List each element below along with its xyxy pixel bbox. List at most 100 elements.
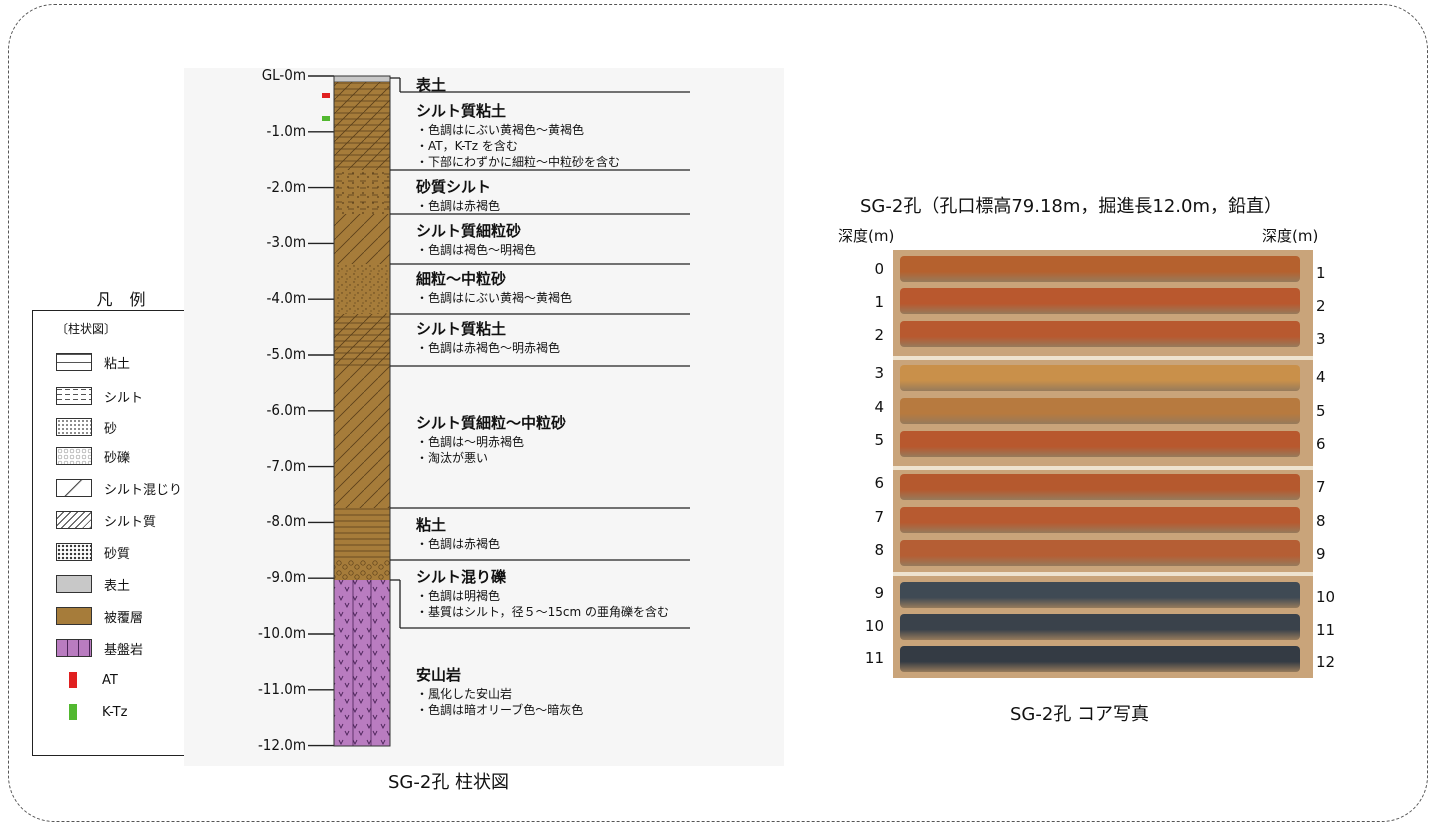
- layer-name: シルト質粘土: [416, 320, 507, 338]
- legend-swatch-ktz: [69, 704, 77, 720]
- legend-label: 被覆層: [104, 610, 144, 626]
- legend-item-silt-mixed: シルト混じり: [56, 478, 182, 498]
- legend-swatch-bedrock: [56, 639, 92, 657]
- core-row: [900, 474, 1300, 500]
- core-box-divider: [893, 356, 1313, 360]
- photo-depth-left: 8: [874, 541, 884, 559]
- legend-item-ktz: K-Tz: [56, 702, 127, 722]
- core-box-divider: [893, 572, 1313, 576]
- legend-label: シルト: [104, 390, 144, 406]
- stratigraphic-column: [333, 75, 391, 747]
- legend-section-label: 〔柱状図〕: [56, 322, 117, 336]
- legend-label: 砂質: [104, 546, 131, 562]
- depth-label: -11.0m: [257, 679, 306, 698]
- legend-item-cover: 被覆層: [56, 606, 143, 626]
- core-row: [900, 582, 1300, 608]
- depth-label: -4.0m: [266, 289, 306, 308]
- legend-swatch-silty: [56, 511, 92, 529]
- core-row: [900, 256, 1300, 282]
- core-row: [900, 540, 1300, 566]
- legend-item-bedrock: 基盤岩: [56, 638, 143, 658]
- depth-label: -10.0m: [257, 624, 306, 642]
- legend-swatch-gravel: [56, 447, 92, 465]
- depth-label: -2.0m: [266, 177, 306, 196]
- legend-swatch-clay: [56, 353, 92, 371]
- photo-depth-right: 7: [1316, 478, 1326, 496]
- legend-swatch-at: [69, 672, 77, 688]
- legend-label: K-Tz: [102, 704, 128, 720]
- layer-note: ・風化した安山岩: [416, 687, 513, 701]
- depth-label: -6.0m: [266, 400, 306, 419]
- photo-depth-left: 1: [874, 293, 884, 311]
- legend-label: 砂: [104, 421, 118, 437]
- core-row: [900, 321, 1300, 347]
- layer-note: ・淘汰が悪い: [416, 451, 489, 465]
- depth-label: -5.0m: [266, 345, 306, 363]
- legend-swatch-sand: [56, 418, 92, 436]
- legend-item-silt: シルト: [56, 386, 143, 406]
- layer-note: ・色調は褐色～明褐色: [416, 243, 537, 257]
- photo-depth-left: 3: [874, 364, 884, 382]
- layer-note: ・色調はにぶい黄褐色～黄褐色: [416, 123, 585, 137]
- photo-depth-right: 3: [1316, 330, 1326, 348]
- legend-item-gravel: 砂礫: [56, 446, 130, 466]
- layer-name: 細粒～中粒砂: [416, 270, 507, 288]
- layer-note: ・AT，K-Tz を含む: [416, 139, 518, 153]
- layer-name: 粘土: [416, 516, 447, 534]
- photo-title: SG-2孔（孔口標高79.18m，掘進長12.0m，鉛直）: [860, 196, 1282, 217]
- layer-note: ・基質はシルト，径５～15cm の亜角礫を含む: [416, 605, 670, 619]
- left-depth-axis-label: 深度(m): [838, 227, 895, 245]
- at-marker: [322, 93, 330, 98]
- layer-note: ・色調は明褐色: [416, 589, 501, 603]
- depth-label: -7.0m: [266, 456, 306, 475]
- photo-depth-left: 11: [864, 649, 884, 667]
- layer-name: 砂質シルト: [416, 178, 492, 196]
- core-row: [900, 288, 1300, 314]
- layer-name: シルト質細粒～中粒砂: [416, 414, 567, 432]
- legend-item-silty: シルト質: [56, 510, 156, 530]
- legend-swatch-silt-mixed: [56, 479, 92, 497]
- legend-item-sandy: 砂質: [56, 542, 130, 562]
- legend-item-clay: 粘土: [56, 352, 130, 372]
- photo-depth-right: 8: [1316, 512, 1326, 530]
- ktz-marker: [322, 116, 330, 121]
- photo-depth-right: 6: [1316, 435, 1326, 453]
- depth-label: -8.0m: [266, 512, 306, 531]
- legend-label: シルト混じり: [104, 482, 183, 498]
- layer-note: ・色調は暗オリーブ色～暗灰色: [416, 703, 584, 717]
- legend-swatch-cover: [56, 607, 92, 625]
- legend-label: 表土: [104, 578, 131, 594]
- layer-note: ・色調は～明赤褐色: [416, 435, 525, 449]
- layer-name: 安山岩: [416, 666, 462, 684]
- legend-label: 基盤岩: [104, 642, 144, 658]
- legend-label: シルト質: [104, 514, 157, 530]
- photo-depth-right: 2: [1316, 297, 1326, 315]
- legend-label: 砂礫: [104, 450, 131, 466]
- column-background: [184, 68, 784, 766]
- photo-depth-left: 6: [874, 474, 884, 492]
- layer-note: ・下部にわずかに細粒～中粒砂を含む: [416, 155, 621, 169]
- depth-label: -3.0m: [266, 233, 306, 252]
- legend-label: 粘土: [104, 356, 131, 372]
- core-row: [900, 365, 1300, 391]
- layer-name: シルト質粘土: [416, 102, 507, 120]
- column-caption: SG-2孔 柱状図: [388, 772, 510, 793]
- photo-depth-right: 11: [1316, 621, 1336, 639]
- legend-item-sand: 砂: [56, 417, 117, 437]
- photo-depth-right: 9: [1316, 545, 1326, 563]
- layer-topsoil: [333, 75, 391, 83]
- layer-name: シルト混り礫: [416, 568, 507, 586]
- photo-depth-right: 5: [1316, 402, 1326, 420]
- depth-label: GL-0m: [261, 66, 306, 84]
- legend-swatch-sandy: [56, 543, 92, 561]
- core-row: [900, 614, 1300, 640]
- core-row: [900, 507, 1300, 533]
- photo-depth-left: 4: [874, 398, 884, 416]
- photo-depth-right: 12: [1316, 653, 1336, 671]
- legend-title: 凡 例: [96, 290, 152, 309]
- photo-depth-left: 5: [874, 431, 884, 449]
- core-box-divider: [893, 466, 1313, 470]
- legend-swatch-topsoil: [56, 575, 92, 593]
- figure-frame: [8, 4, 1428, 822]
